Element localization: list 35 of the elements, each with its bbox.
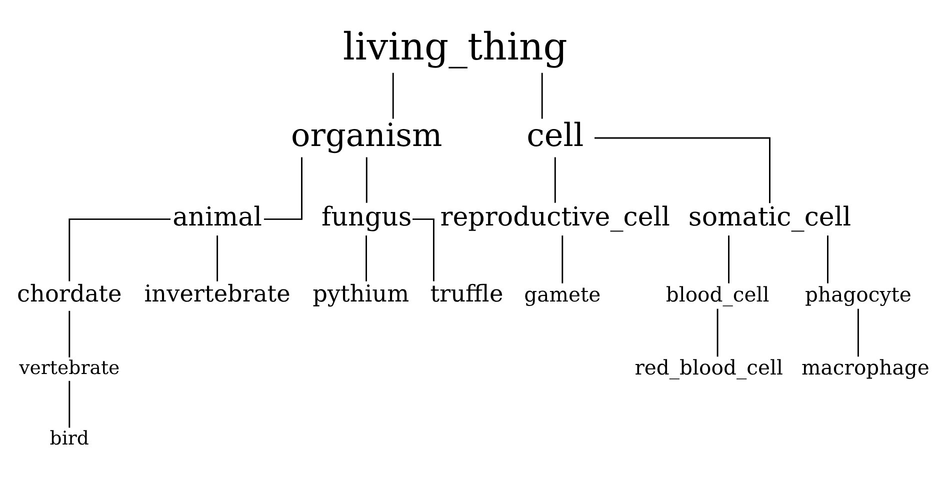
connector bbox=[716, 308, 718, 357]
node-text: red_blood_cell bbox=[634, 356, 783, 380]
connector bbox=[594, 137, 770, 204]
connector bbox=[216, 236, 218, 282]
connector bbox=[366, 157, 368, 203]
node-text: bird bbox=[50, 428, 89, 450]
node-text: fungus bbox=[322, 202, 412, 233]
node-text: pythium bbox=[312, 280, 410, 308]
node-text: animal bbox=[172, 202, 262, 233]
connector bbox=[562, 236, 564, 284]
node-text: truffle bbox=[430, 280, 504, 308]
connector bbox=[68, 310, 70, 358]
node-text: phagocyte bbox=[805, 282, 912, 306]
connector bbox=[392, 72, 394, 119]
node-text: cell bbox=[526, 116, 584, 154]
node-text: living_thing bbox=[342, 24, 568, 68]
node-text: reproductive_cell bbox=[440, 202, 670, 233]
connector bbox=[857, 308, 859, 357]
connector bbox=[68, 380, 70, 428]
connector bbox=[728, 236, 730, 284]
connector bbox=[366, 236, 368, 282]
connector bbox=[68, 218, 170, 282]
node-text: invertebrate bbox=[144, 280, 290, 308]
node-text: gamete bbox=[524, 282, 601, 306]
node-text: macrophage bbox=[802, 356, 930, 380]
connector bbox=[264, 157, 302, 220]
connector bbox=[412, 218, 434, 282]
node-text: organism bbox=[291, 116, 442, 154]
connector bbox=[554, 157, 556, 203]
node-text: blood_cell bbox=[666, 282, 770, 306]
node-text: somatic_cell bbox=[688, 202, 852, 233]
connector bbox=[827, 236, 828, 284]
connector bbox=[541, 72, 543, 119]
node-text: vertebrate bbox=[19, 358, 120, 380]
node-text: chordate bbox=[17, 280, 122, 308]
